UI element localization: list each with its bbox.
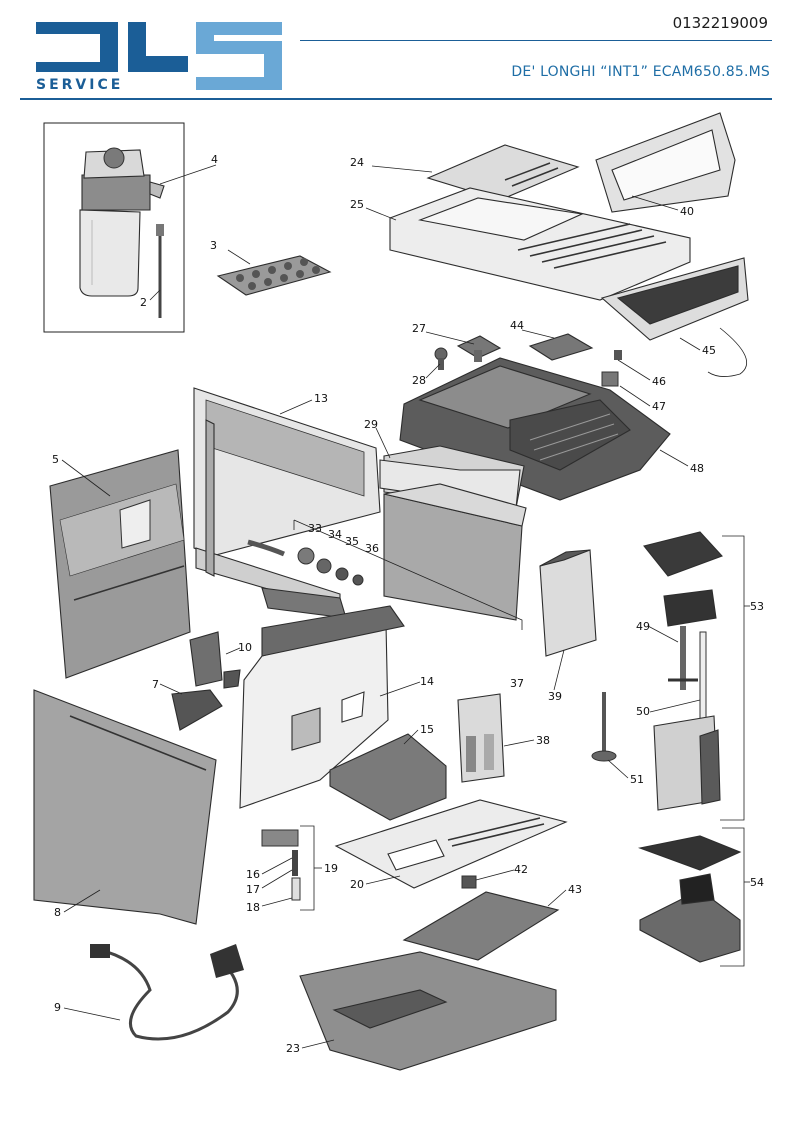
callout-8: 8 — [54, 906, 61, 919]
callout-15: 15 — [420, 723, 434, 736]
callout-9: 9 — [54, 1001, 61, 1014]
header-rule-top — [300, 40, 772, 41]
hose-fittings — [247, 539, 364, 586]
callout-29: 29 — [364, 418, 378, 431]
callout-13: 13 — [314, 392, 328, 405]
grinder-knob — [456, 335, 502, 362]
bean-container-lid — [528, 333, 594, 361]
callout-54: 54 — [750, 876, 764, 889]
callout-50: 50 — [636, 705, 650, 718]
condensate-tank-39 — [539, 549, 597, 657]
right-side-panel-8 — [33, 689, 217, 925]
milk-tube — [156, 224, 164, 318]
callout-36: 36 — [365, 542, 379, 555]
milk-jug — [79, 147, 165, 297]
callout-38: 38 — [536, 734, 550, 747]
bracket-19 — [300, 825, 315, 911]
callout-46: 46 — [652, 375, 666, 388]
inner-frame — [193, 387, 381, 611]
valve-assembly-19 — [261, 829, 301, 901]
bean-hopper-assembly — [399, 357, 671, 501]
coffee-grounds-container-15 — [329, 733, 447, 821]
brewing-unit-housing — [383, 483, 527, 621]
callout-19: 19 — [324, 862, 338, 875]
grinder-connector — [601, 350, 622, 387]
callout-27: 27 — [412, 322, 426, 335]
top-cover-panel — [389, 187, 691, 301]
callout-5: 5 — [52, 453, 59, 466]
front-cover-bracket — [595, 112, 736, 213]
milk-jug-frame — [43, 122, 185, 333]
callout-33: 33 — [308, 522, 322, 535]
milk-dispenser-51 — [591, 692, 617, 762]
callout-48: 48 — [690, 462, 704, 475]
callout-43: 43 — [568, 883, 582, 896]
cup-tray-20 — [334, 799, 568, 889]
callout-3: 3 — [210, 239, 217, 252]
left-side-panel — [49, 449, 191, 679]
callout-44: 44 — [510, 319, 524, 332]
callout-14: 14 — [420, 675, 434, 688]
bracket-33-36 — [293, 519, 523, 630]
callout-7: 7 — [152, 678, 159, 691]
float-42 — [461, 875, 477, 889]
dls-logo — [36, 22, 282, 90]
callout-25: 25 — [350, 198, 364, 211]
bracket-54 — [720, 827, 745, 967]
milk-module-assembly-53 — [643, 531, 723, 811]
callout-17: 17 — [246, 883, 260, 896]
callout-23: 23 — [286, 1042, 300, 1055]
callout-45: 45 — [702, 344, 716, 357]
header-rule-bottom — [20, 98, 772, 100]
callout-20: 20 — [350, 878, 364, 891]
callout-40: 40 — [680, 205, 694, 218]
dispenser-38 — [457, 693, 505, 783]
callout-39: 39 — [548, 690, 562, 703]
leader-lines — [61, 164, 750, 1049]
callout-24: 24 — [350, 156, 364, 169]
display-panel — [600, 257, 749, 377]
callout-49: 49 — [636, 620, 650, 633]
callout-18: 18 — [246, 901, 260, 914]
callout-2: 2 — [140, 296, 147, 309]
cleaning-tray — [216, 255, 332, 296]
front-panel-14 — [239, 605, 405, 809]
callout-16: 16 — [246, 868, 260, 881]
logo-letter-s — [196, 22, 282, 90]
drip-tray-23 — [299, 951, 557, 1071]
door-latch-7 — [171, 689, 223, 731]
callout-53: 53 — [750, 600, 764, 613]
callout-28: 28 — [412, 374, 426, 387]
callout-35: 35 — [345, 535, 359, 548]
cup-warmer-cover — [426, 144, 580, 201]
bracket-53 — [720, 535, 745, 821]
callout-51: 51 — [630, 773, 644, 786]
callout-4: 4 — [211, 153, 218, 166]
callout-34: 34 — [328, 528, 342, 541]
callout-labels: 4 3 2 24 25 40 45 27 44 28 46 47 48 13 2… — [52, 153, 764, 1055]
model-title: DE' LONGHI “INT1” ECAM650.85.MS — [511, 64, 770, 80]
part-code: 0132219009 — [672, 14, 768, 32]
logo-letter-l-foot — [128, 56, 188, 72]
power-cord-9 — [90, 944, 244, 1041]
logo-letter-d-cut — [36, 34, 100, 62]
door-hinge-10 — [189, 631, 241, 689]
callout-42: 42 — [514, 863, 528, 876]
callout-47: 47 — [652, 400, 666, 413]
callout-37: 37 — [510, 677, 524, 690]
milk-base-54 — [637, 835, 742, 963]
logo-text: SERVICE — [36, 77, 124, 93]
callout-10: 10 — [238, 641, 252, 654]
drip-tray-frame-43 — [402, 891, 560, 961]
grinder-adjustment-screw — [434, 347, 448, 370]
